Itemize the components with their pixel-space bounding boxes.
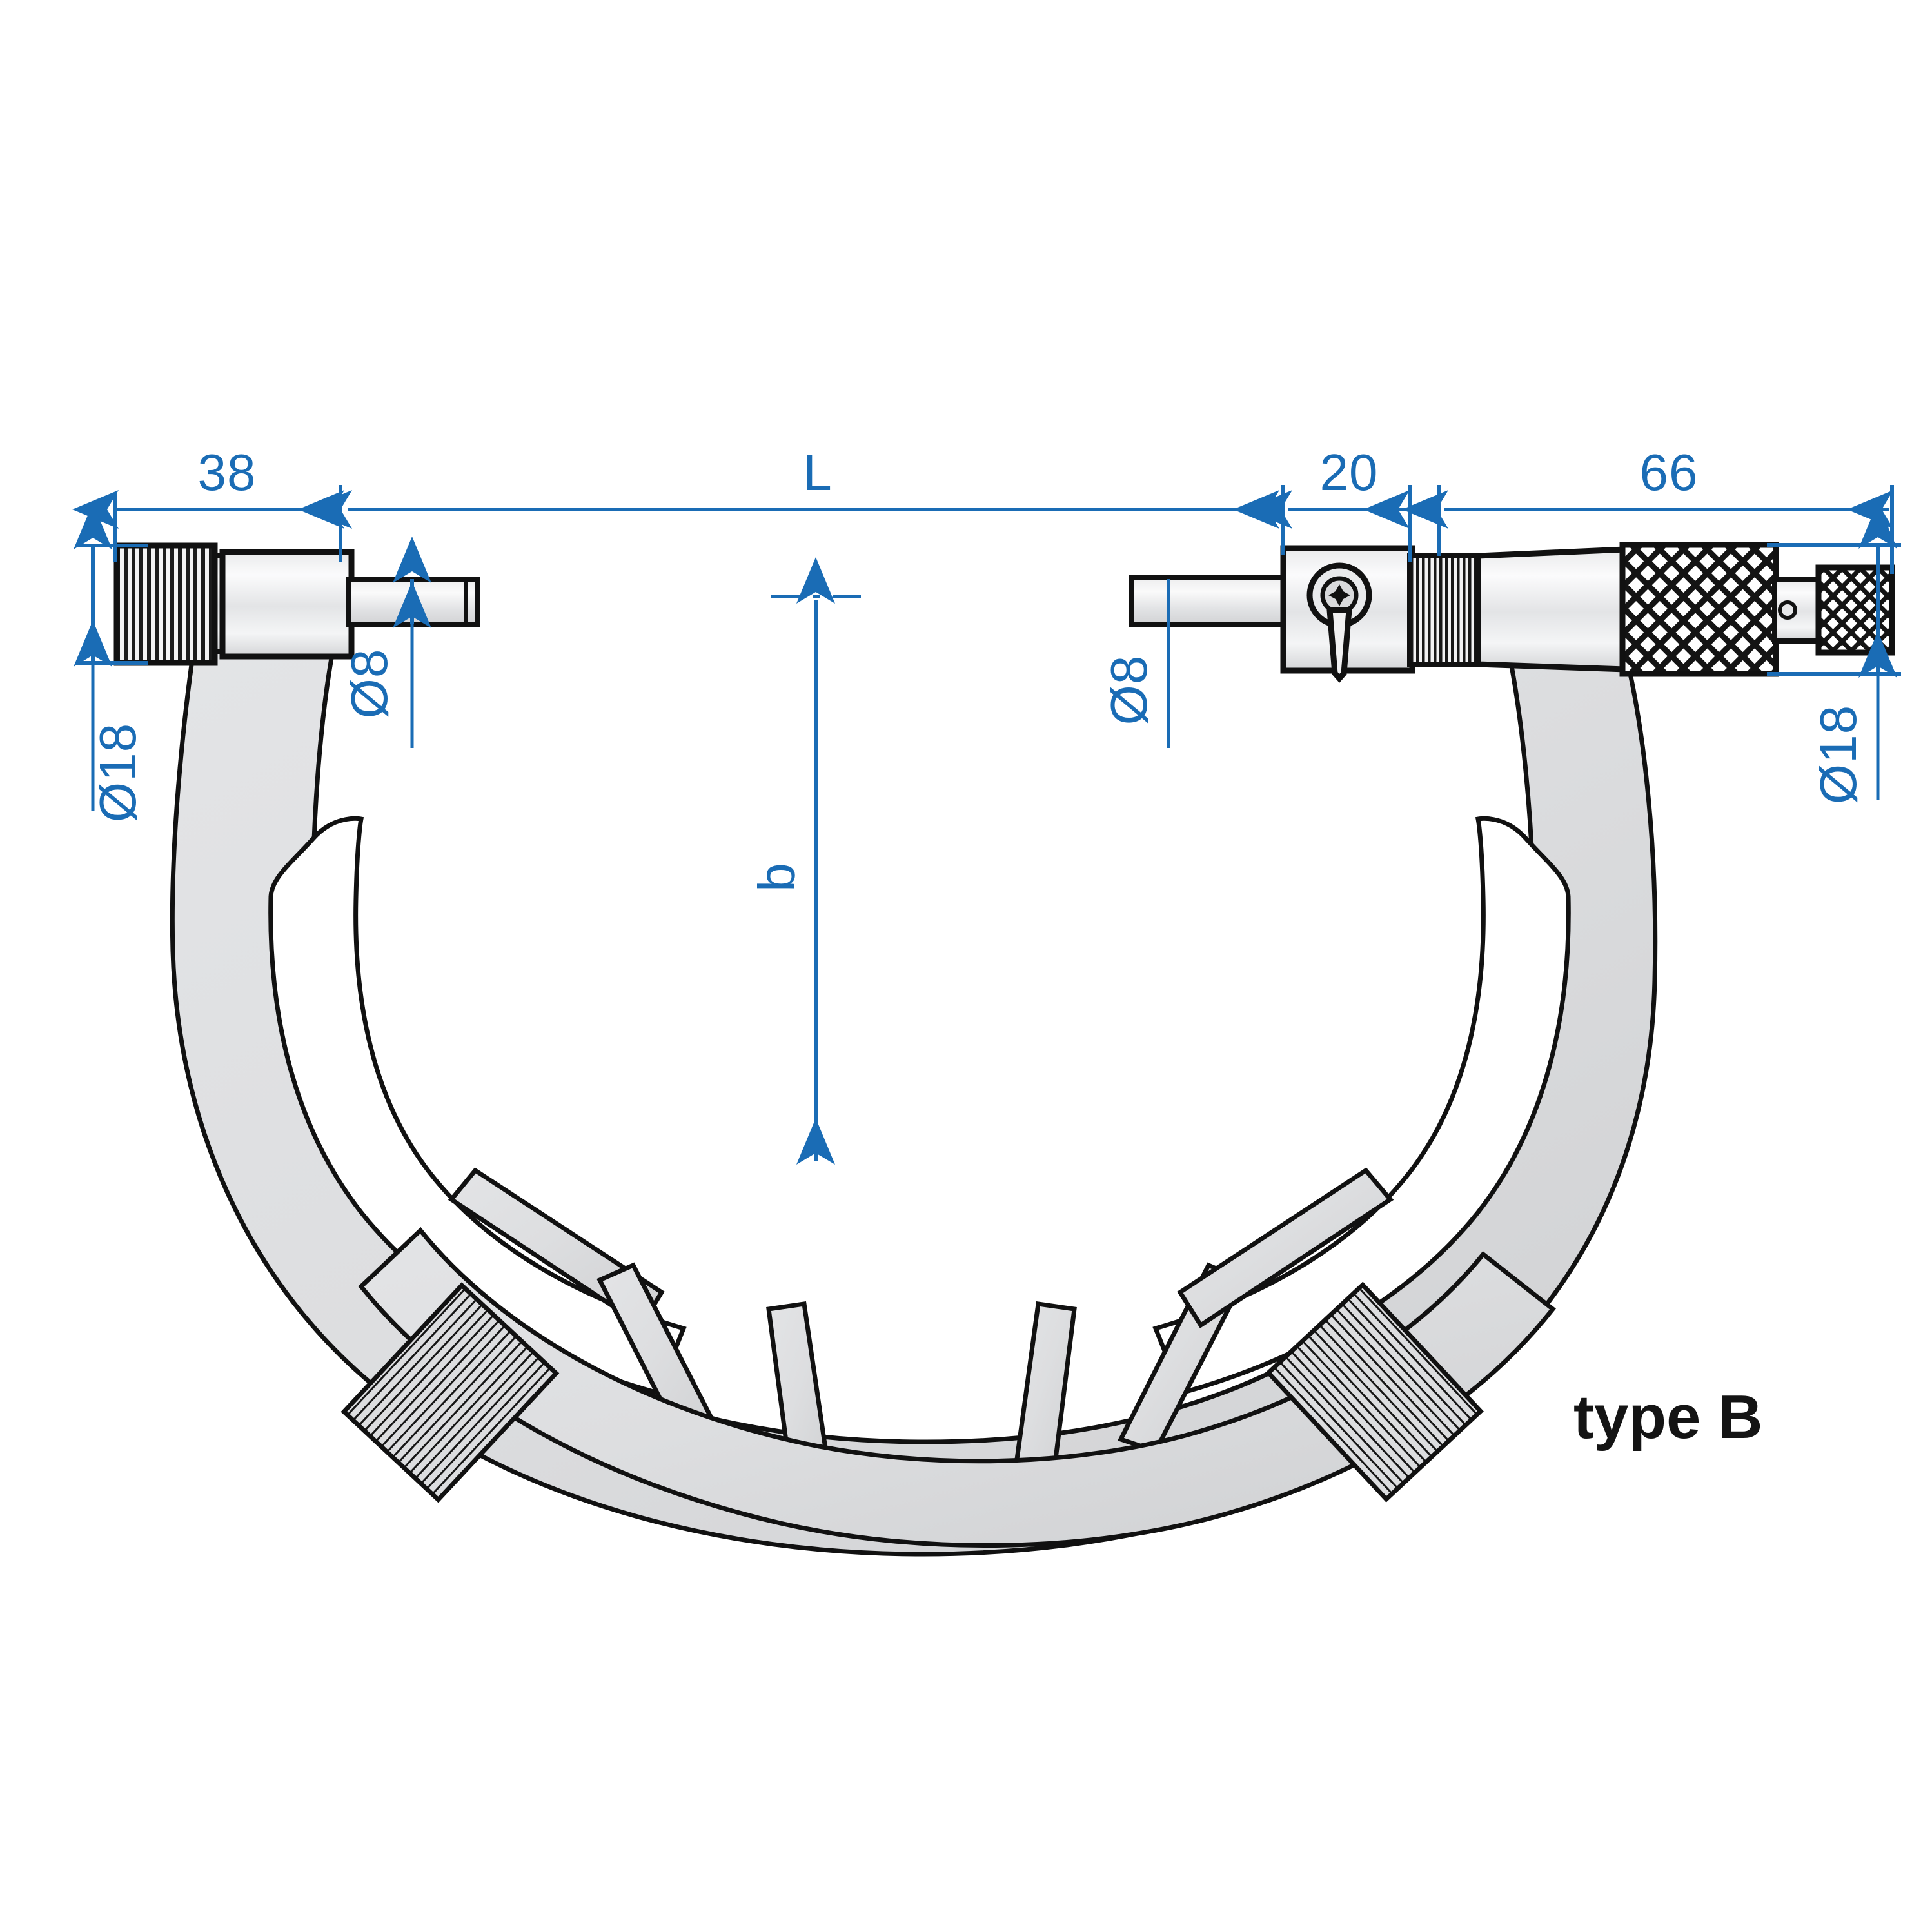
ratchet-stop [1815,564,1895,656]
dim-label-L: L [803,444,833,501]
dimension-texts: 38 L 20 66 Ø18 Ø8 Ø8 Ø18 b [89,444,1867,892]
frame-grip-left [340,1282,560,1503]
dim-label-20: 20 [1320,444,1379,501]
frame-grip-left-pad [340,1282,560,1503]
frame-grip-right [1265,1281,1484,1503]
dim-label-b: b [748,862,805,892]
dim-label-18-right: Ø18 [1809,705,1867,804]
ratchet-pin [1778,600,1797,620]
dimension-lines [72,485,1901,1165]
barrel-sleeve [1475,546,1628,673]
dim-label-38: 38 [198,444,257,501]
lock-clamp-tail [1326,607,1352,683]
spindle-rod [1129,575,1299,627]
dim-label-66: 66 [1640,444,1699,501]
frame-grip-right-pad [1265,1281,1484,1503]
adjusting-knurl-collar [1407,553,1482,667]
left-anvil-knurled-cap [113,542,218,666]
dim-label-8-left: Ø8 [340,649,398,719]
c-frame [170,649,1658,1557]
lock-screw-cross-slot [1328,584,1350,606]
dim-label-18-left: Ø18 [89,723,146,822]
c-frame-rib-6 [1177,1167,1394,1328]
type-label: type B [1573,1383,1762,1452]
left-anvil-body [219,549,355,660]
c-frame-outer-lower-band [358,1227,1556,1548]
dim-label-8-right: Ø8 [1100,655,1158,725]
thimble [1619,542,1779,677]
